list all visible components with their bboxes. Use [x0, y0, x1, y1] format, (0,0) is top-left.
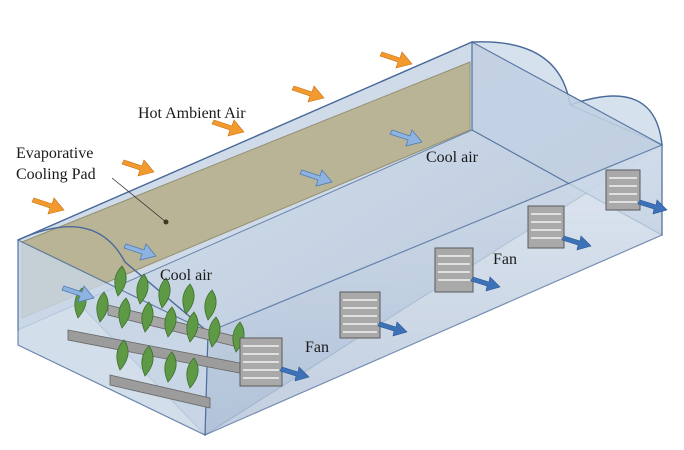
cool-air-arrow-icon	[123, 243, 157, 261]
hot-air-arrow-icon	[379, 51, 413, 69]
plant-icon	[141, 345, 154, 377]
pad-label-line2: Cooling Pad	[16, 166, 96, 183]
exhaust-arrows	[279, 199, 668, 382]
plant-icon	[141, 301, 154, 333]
hot-air-label: Hot Ambient Air	[138, 105, 246, 122]
hot-air-arrow-icon	[31, 197, 65, 215]
hot-air-arrow-icon	[291, 85, 325, 103]
cool-air-label-right: Cool air	[426, 149, 479, 166]
plant-icon	[204, 289, 217, 321]
fan-icon	[434, 247, 474, 293]
cool-air-label-left: Cool air	[160, 267, 213, 284]
cool-air-arrow-icon	[299, 169, 333, 187]
cool-air-arrow-icon	[61, 285, 95, 303]
cool-air-arrow-icon	[389, 129, 423, 147]
plant-icon	[96, 291, 109, 323]
pad-pointer-line	[111, 177, 167, 223]
hot-air-arrows	[31, 51, 413, 215]
fan-icon	[527, 205, 565, 249]
exhaust-arrow-icon	[637, 199, 668, 215]
plant-icon	[158, 277, 171, 309]
plant-icon	[164, 306, 177, 338]
plant-icon	[186, 311, 199, 343]
plant-icon	[114, 265, 127, 297]
plant-icon	[208, 316, 221, 348]
fan-icon	[605, 169, 641, 211]
exhaust-arrow-icon	[279, 366, 310, 382]
exhaust-arrow-icon	[470, 276, 501, 292]
exhaust-arrow-icon	[377, 321, 408, 337]
hot-air-arrow-icon	[211, 119, 245, 137]
plant-icon	[136, 273, 149, 305]
plant-icon	[182, 283, 195, 315]
fans-group	[239, 169, 641, 387]
fan-label-upper: Fan	[493, 251, 517, 268]
cool-air-arrows	[61, 129, 423, 303]
plant-icon	[186, 357, 199, 389]
fan-icon	[239, 337, 283, 387]
plant-icon	[116, 339, 129, 371]
top-edge	[17, 41, 473, 241]
roof-arch-front	[17, 226, 209, 333]
fan-icon	[339, 291, 381, 339]
exhaust-arrow-icon	[561, 235, 592, 251]
fan-label-lower: Fan	[305, 339, 329, 356]
bench-front	[109, 374, 211, 409]
plant-icon	[164, 351, 177, 383]
plant-icon	[118, 297, 131, 329]
hot-air-arrow-icon	[121, 159, 155, 177]
pad-label-line1: Evaporative	[16, 145, 93, 162]
